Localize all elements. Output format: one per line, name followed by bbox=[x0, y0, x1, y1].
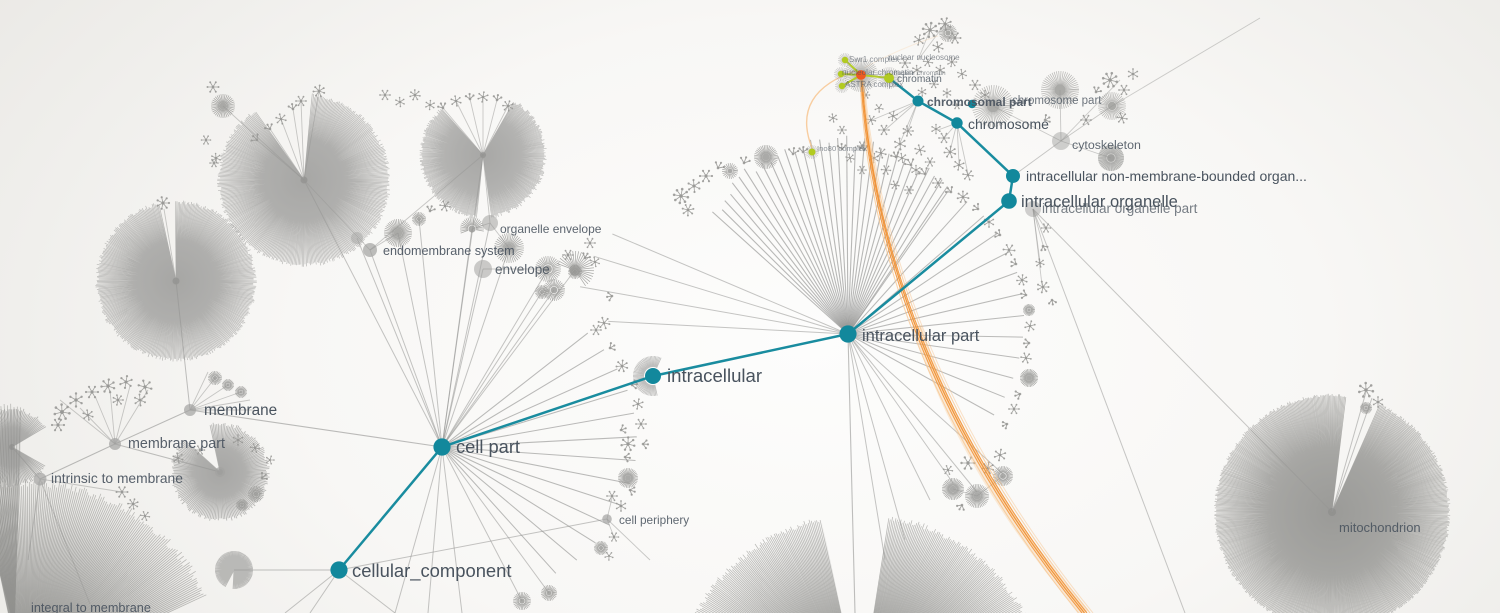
svg-text:intracellular non-membrane-bou: intracellular non-membrane-bounded organ… bbox=[1026, 168, 1307, 184]
svg-text:intracellular: intracellular bbox=[667, 365, 762, 386]
svg-text:cell periphery: cell periphery bbox=[619, 513, 689, 527]
svg-text:nuclear chromatin: nuclear chromatin bbox=[894, 70, 946, 77]
svg-text:cell part: cell part bbox=[456, 436, 520, 457]
svg-text:nuclear nucleosome: nuclear nucleosome bbox=[888, 53, 960, 62]
svg-text:intrinsic to membrane: intrinsic to membrane bbox=[51, 471, 183, 486]
svg-text:ASTRA complex: ASTRA complex bbox=[845, 80, 903, 89]
svg-text:intracellular organelle part: intracellular organelle part bbox=[1042, 201, 1198, 216]
svg-text:cytoskeleton: cytoskeleton bbox=[1072, 138, 1141, 152]
svg-text:Swr1 complex: Swr1 complex bbox=[849, 55, 899, 64]
svg-text:chromosome part: chromosome part bbox=[1012, 95, 1102, 107]
svg-text:endomembrane system: endomembrane system bbox=[383, 244, 515, 258]
svg-text:chromosome: chromosome bbox=[968, 116, 1049, 132]
svg-text:intracellular part: intracellular part bbox=[862, 327, 980, 345]
svg-text:membrane part: membrane part bbox=[128, 436, 225, 452]
svg-text:chromatin: chromatin bbox=[897, 74, 942, 85]
svg-text:chromosomal part: chromosomal part bbox=[927, 95, 1032, 109]
svg-text:organelle envelope: organelle envelope bbox=[500, 222, 602, 236]
svg-text:Ino80 complex: Ino80 complex bbox=[817, 144, 867, 153]
svg-text:nucleolar chromatin: nucleolar chromatin bbox=[842, 68, 914, 77]
svg-text:membrane: membrane bbox=[204, 402, 277, 419]
svg-text:integral to membrane: integral to membrane bbox=[31, 601, 151, 613]
svg-text:intracellular organelle: intracellular organelle bbox=[1021, 193, 1178, 211]
svg-text:mitochondrion: mitochondrion bbox=[1339, 520, 1421, 535]
svg-text:cellular_component: cellular_component bbox=[352, 560, 511, 582]
svg-text:envelope: envelope bbox=[495, 262, 550, 277]
